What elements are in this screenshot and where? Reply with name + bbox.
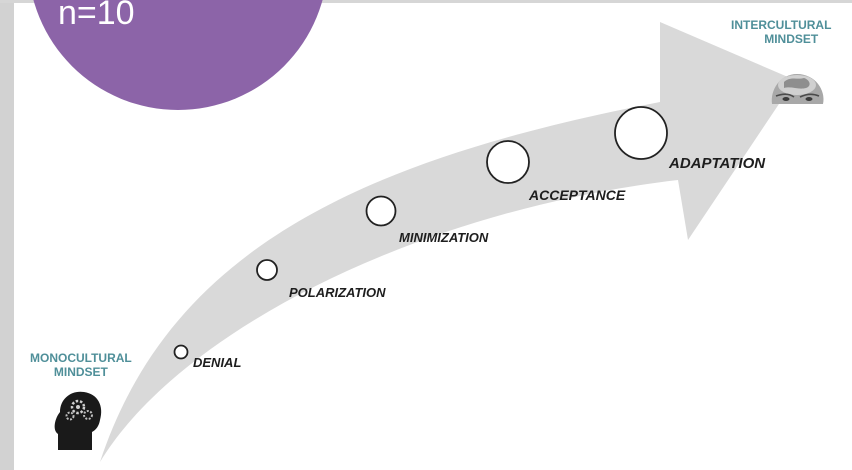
stage-circle-polarization — [256, 259, 278, 281]
head-globe-icon — [771, 74, 824, 104]
stage-circle-acceptance — [486, 140, 530, 184]
head-gears-icon — [54, 391, 102, 450]
intercultural-line2: MINDSET — [764, 32, 819, 46]
stage-circle-minimization — [365, 195, 397, 227]
stage-circle-denial — [173, 344, 189, 360]
count-badge — [33, 0, 323, 110]
monocultural-mindset-label: MONOCULTURAL MINDSET — [30, 351, 132, 379]
stage-label-denial: DENIAL — [193, 355, 242, 370]
intercultural-mindset-label: INTERCULTURAL MINDSET — [731, 18, 831, 46]
count-badge-text: n=10 — [58, 0, 135, 32]
stage-label-acceptance: ACCEPTANCE — [529, 187, 626, 203]
intercultural-line1: INTERCULTURAL — [731, 18, 832, 32]
stage-label-minimization: MINIMIZATION — [399, 230, 489, 245]
left-band — [0, 0, 14, 470]
monocultural-line1: MONOCULTURAL — [30, 351, 132, 365]
stage-label-polarization: POLARIZATION — [289, 285, 386, 300]
stage-label-adaptation: ADAPTATION — [669, 155, 766, 172]
top-border — [0, 0, 852, 3]
monocultural-line2: MINDSET — [53, 365, 108, 379]
stage-circle-adaptation — [614, 106, 668, 160]
